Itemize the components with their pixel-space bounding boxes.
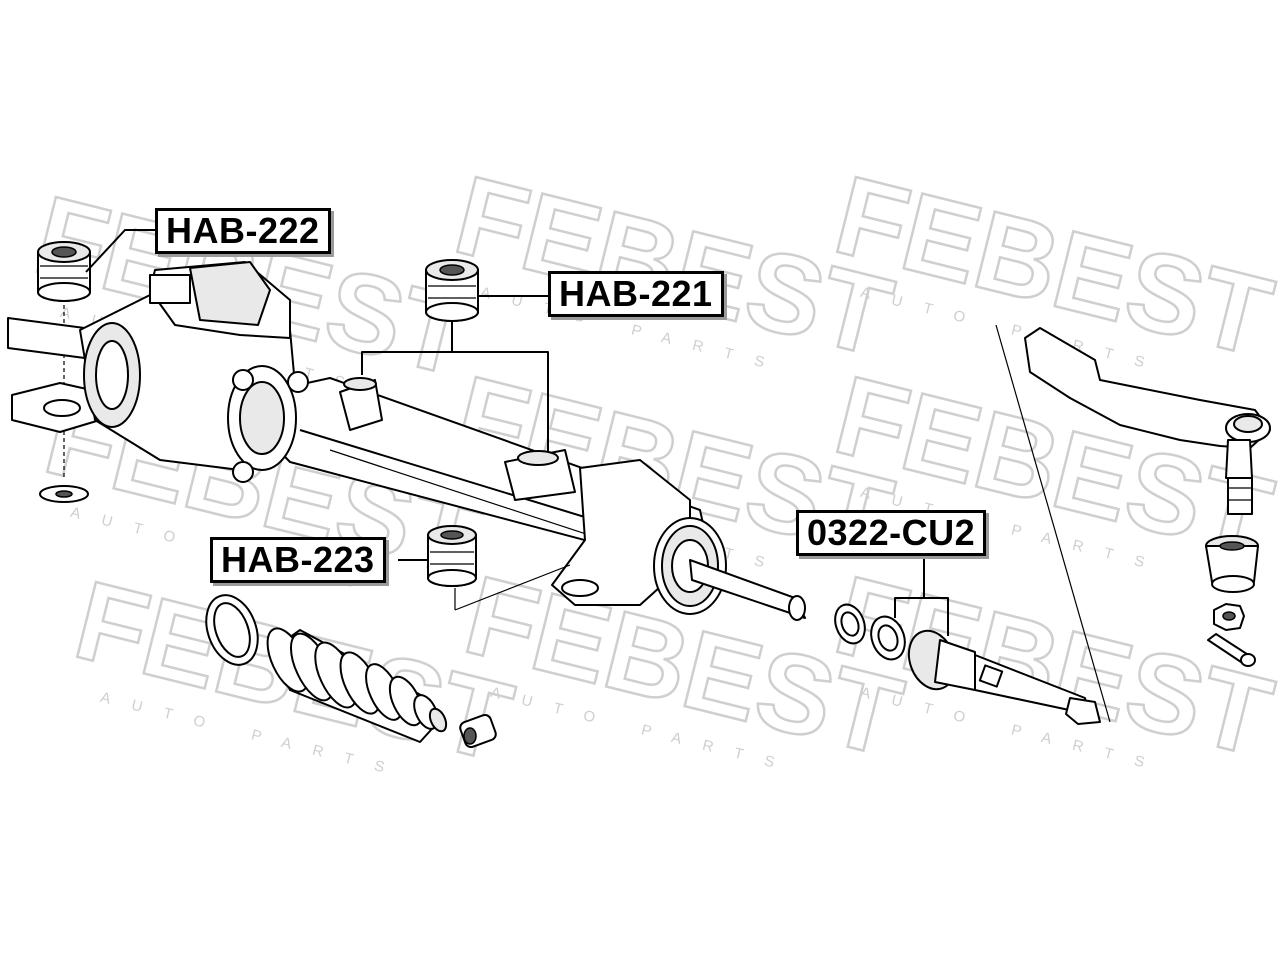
castle-nut — [1213, 603, 1245, 631]
bushing-hab223 — [427, 525, 477, 587]
part-label-hab223: HAB-223 — [210, 537, 386, 583]
steering-rack-housing — [7, 261, 806, 621]
boot-clip — [459, 714, 497, 748]
bushing-hab221 — [425, 259, 479, 322]
inner-tie-rod — [907, 629, 1101, 725]
part-label-hab221: HAB-221 — [548, 271, 724, 317]
washer-hab222 — [39, 485, 89, 503]
boot-clamp — [205, 594, 259, 666]
part-label-hab222: HAB-222 — [155, 208, 331, 254]
lock-washer-1 — [834, 603, 866, 645]
leader-lines — [85, 229, 949, 636]
lock-washer-2 — [870, 615, 906, 661]
cotter-pin — [1207, 633, 1256, 667]
assembly-lines — [454, 324, 1111, 723]
part-label-0322-cu2: 0322-CU2 — [796, 510, 987, 556]
tie-rod-end — [1024, 327, 1271, 515]
bushing-hab222 — [37, 241, 91, 302]
rack-boot — [266, 627, 448, 743]
tie-rod-end-boot — [1205, 535, 1259, 593]
